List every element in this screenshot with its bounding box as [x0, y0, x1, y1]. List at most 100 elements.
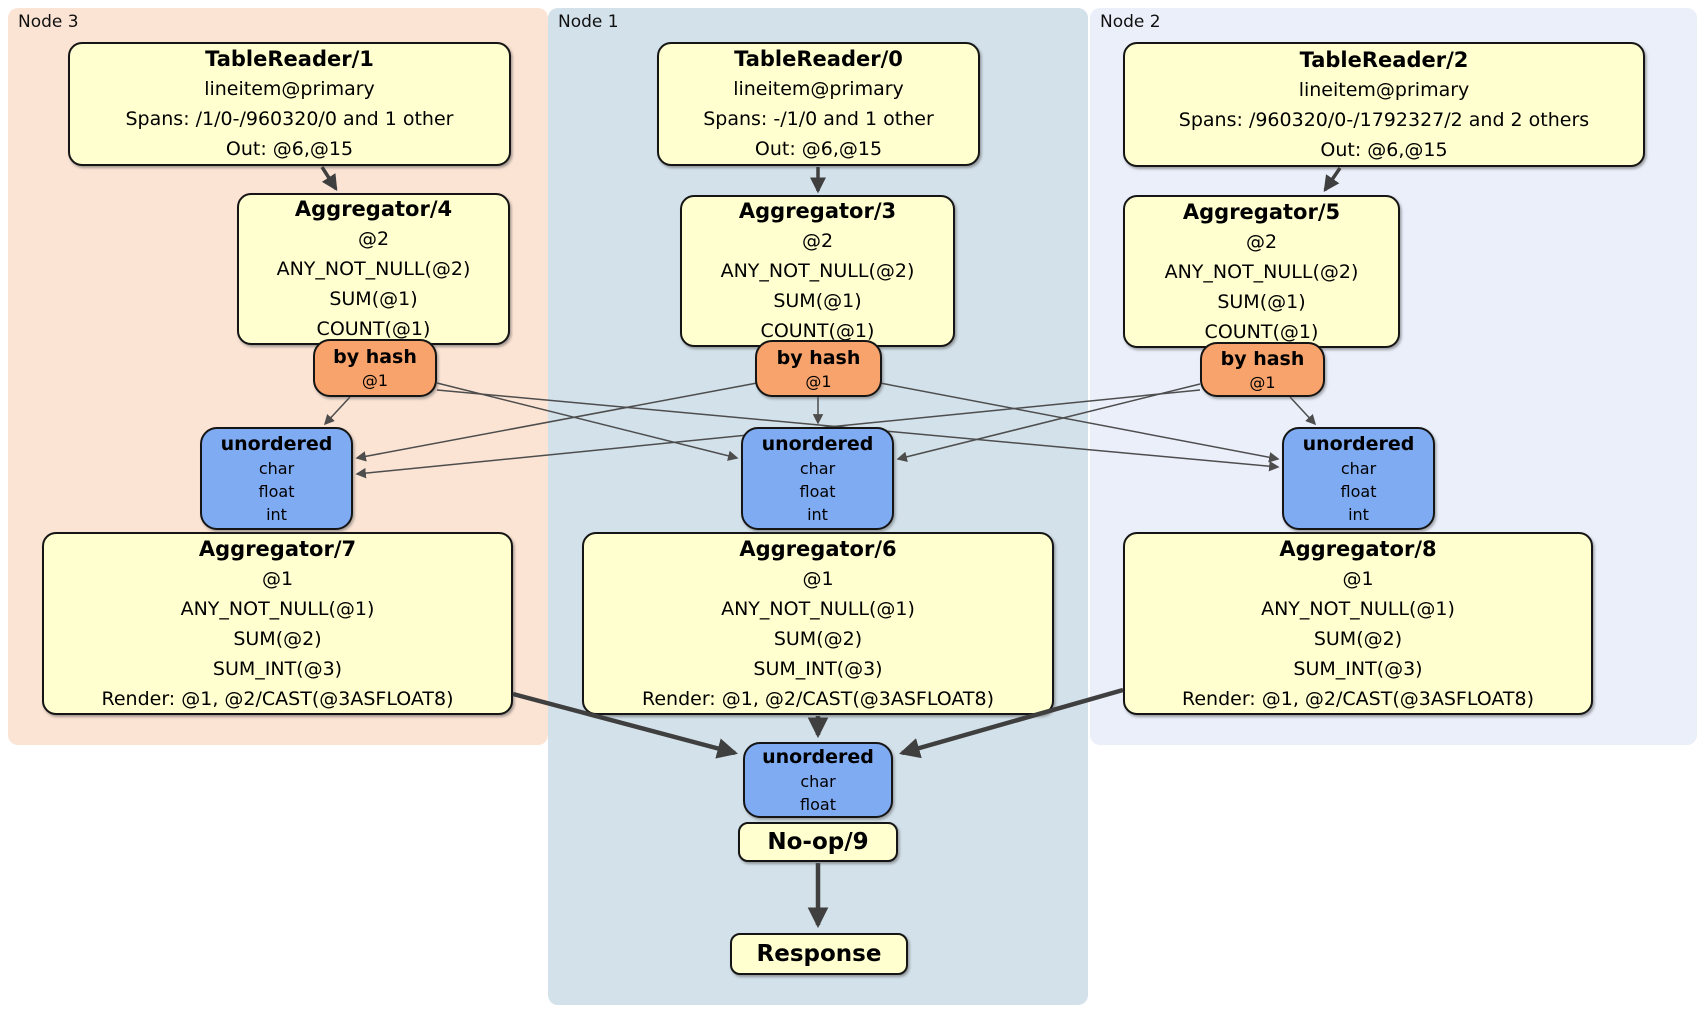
noop-box: No-op/9 [738, 822, 898, 862]
box-line: ANY_NOT_NULL(@1) [180, 597, 375, 620]
box-line: float [1340, 482, 1377, 501]
response-box: Response [730, 933, 908, 975]
router-lines: @1 [362, 370, 388, 391]
sync-title: unordered [220, 433, 333, 455]
box-title: Aggregator/5 [1182, 199, 1341, 224]
router-title: by hash [776, 346, 861, 369]
box-line: lineitem@primary [204, 78, 375, 100]
box-line: SUM(@2) [1313, 627, 1403, 650]
sync-title: unordered [1302, 433, 1415, 455]
box-line: COUNT(@1) [316, 318, 431, 340]
box-line: SUM_INT(@3) [212, 657, 343, 680]
box-title: No-op/9 [767, 829, 869, 855]
sync-title: unordered [762, 746, 874, 768]
box-line: SUM(@1) [329, 288, 418, 310]
sync-lines: char float int [800, 457, 836, 526]
box-line: ANY_NOT_NULL(@1) [1261, 597, 1455, 620]
sync-lines: char float int [1341, 457, 1377, 526]
box-line: int [266, 505, 287, 524]
box-line: char [800, 772, 836, 791]
box-line: Out: @6,@15 [754, 138, 883, 160]
box-line: Render: @1, @2/CAST(@3ASFLOAT8) [1182, 687, 1534, 710]
router-title: by hash [333, 346, 417, 368]
box-line: COUNT(@1) [1204, 320, 1319, 343]
box-line: COUNT(@1) [760, 320, 875, 342]
box-line: Spans: -/1/0 and 1 other [703, 108, 934, 130]
box-line: char [1340, 459, 1377, 478]
box-line: int [807, 505, 828, 524]
box-title: Response [756, 941, 882, 967]
box-line: Render: @1, @2/CAST(@3ASFLOAT8) [642, 687, 994, 710]
router-lines: @1 [1249, 372, 1275, 393]
unordered-sync-node1: unordered char float int [741, 427, 894, 530]
box-title: Aggregator/7 [198, 536, 357, 561]
box-line: SUM(@2) [233, 627, 322, 650]
box-title: Aggregator/8 [1279, 536, 1437, 561]
sync-lines: char float [800, 770, 836, 816]
box-title: TableReader/1 [205, 47, 374, 71]
box-line: char [799, 459, 836, 478]
box-line: @1 [802, 567, 834, 590]
box-line: SUM(@1) [1217, 290, 1306, 313]
box-line: @2 [357, 228, 390, 250]
box-line: float [799, 482, 836, 501]
box-line: Out: @6,@15 [225, 138, 354, 160]
box-line: float [258, 482, 295, 501]
box-line: @1 [1342, 567, 1374, 590]
by-hash-router-node2: by hash @1 [1200, 342, 1325, 397]
box-line: float [800, 795, 836, 814]
box-line: Out: @6,@15 [1320, 138, 1448, 161]
unordered-sync-node2: unordered char float int [1282, 427, 1435, 530]
box-line: @2 [801, 230, 834, 252]
box-line: lineitem@primary [733, 78, 904, 100]
box-line: SUM_INT(@3) [753, 657, 883, 680]
box-line: Render: @1, @2/CAST(@3ASFLOAT8) [101, 687, 454, 710]
box-line: @1 [361, 371, 389, 390]
box-line: @1 [261, 567, 294, 590]
box-line: SUM(@2) [773, 627, 863, 650]
box-line: Spans: /1/0-/960320/0 and 1 other [125, 108, 454, 130]
box-line: Spans: /960320/0-/1792327/2 and 2 others [1178, 108, 1590, 131]
region-label-node3: Node 3 [18, 12, 79, 32]
box-line: lineitem@primary [1298, 78, 1470, 101]
box-line: @2 [1245, 230, 1278, 253]
box-title: TableReader/2 [1299, 47, 1469, 72]
final-unordered-sync: unordered char float [743, 742, 893, 818]
box-line: ANY_NOT_NULL(@2) [276, 258, 471, 280]
box-title: Aggregator/6 [739, 536, 897, 561]
by-hash-router-node1: by hash @1 [755, 340, 882, 397]
region-label-node2: Node 2 [1100, 12, 1161, 32]
box-title: Aggregator/4 [294, 197, 453, 221]
box-line: char [258, 459, 295, 478]
box-title: Aggregator/3 [738, 199, 897, 223]
box-line: SUM_INT(@3) [1293, 657, 1423, 680]
by-hash-router-node3: by hash @1 [313, 339, 437, 397]
sync-title: unordered [761, 433, 874, 455]
router-lines: @1 [805, 371, 831, 392]
box-line: ANY_NOT_NULL(@2) [1164, 260, 1359, 283]
box-title: TableReader/0 [734, 47, 903, 71]
sync-lines: char float int [259, 457, 295, 526]
region-label-node1: Node 1 [558, 12, 619, 32]
box-line: int [1348, 505, 1369, 524]
router-title: by hash [1220, 347, 1305, 370]
